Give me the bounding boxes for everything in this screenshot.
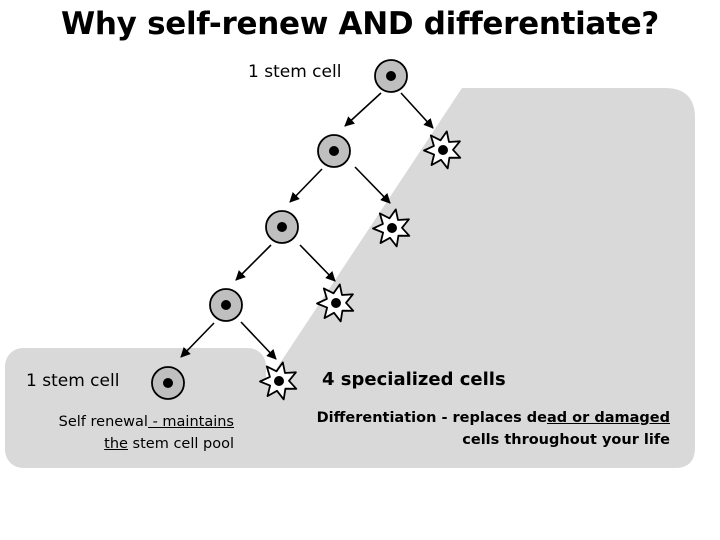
self-renewal-description: Self renewal - maintains the stem cell p… [59,411,234,455]
arrow-stem2-to-specialized2 [354,166,391,204]
self-renewal-cell-label: 1 stem cell [26,371,120,391]
desc-text-underlined: ad or damaged [546,410,670,426]
self-renewal-panel [5,348,266,468]
stem-cell-3 [265,210,299,244]
arrow-stem3-to-specialized3 [299,244,336,282]
differentiation-description-line1: Differentiation - replaces dead or damag… [317,407,670,429]
differentiation-description-line2: cells throughout your life [462,432,670,448]
arrow-stem1-to-stem2 [344,92,382,127]
nucleus-icon [331,298,341,308]
stem-cell-4 [209,288,243,322]
nucleus-icon [438,145,448,155]
specialized-cells-label: 4 specialized cells [322,369,506,390]
arrow-stem4-to-specialized4 [240,321,277,360]
stem-cell-5 [151,366,185,400]
stem-cell-2 [317,134,351,168]
arrow-stem2-to-stem3 [289,168,323,203]
arrow-stem1-to-specialized1 [400,92,434,129]
page-title: Why self-renew AND differentiate? [61,6,659,42]
stem-cell-1 [374,59,408,93]
differentiation-panel [249,88,695,468]
desc-text: Self renewal [58,414,148,430]
nucleus-icon [274,376,284,386]
nucleus-icon [329,146,339,156]
specialized-cell-1 [423,130,462,170]
nucleus-icon [386,71,396,81]
arrow-stem4-to-stem5 [180,322,215,358]
nucleus-icon [387,223,397,233]
self-renewal-description-line2: the stem cell pool [59,433,234,455]
desc-text: stem cell pool [127,436,234,452]
specialized-cell-4 [259,361,298,401]
differentiation-description: Differentiation - replaces dead or damag… [317,407,670,451]
desc-text: Differentiation - replaces de [316,410,547,426]
nucleus-icon [221,300,231,310]
top-stem-cell-label: 1 stem cell [248,62,342,82]
nucleus-icon [163,378,173,388]
specialized-cell-2 [372,208,411,248]
desc-text-underlined: the [104,436,128,452]
arrow-stem3-to-stem4 [235,244,272,281]
self-renewal-description-line1: Self renewal - maintains [59,411,234,433]
desc-text-underlined: - maintains [147,414,234,430]
specialized-cell-3 [316,283,355,323]
nucleus-icon [277,222,287,232]
